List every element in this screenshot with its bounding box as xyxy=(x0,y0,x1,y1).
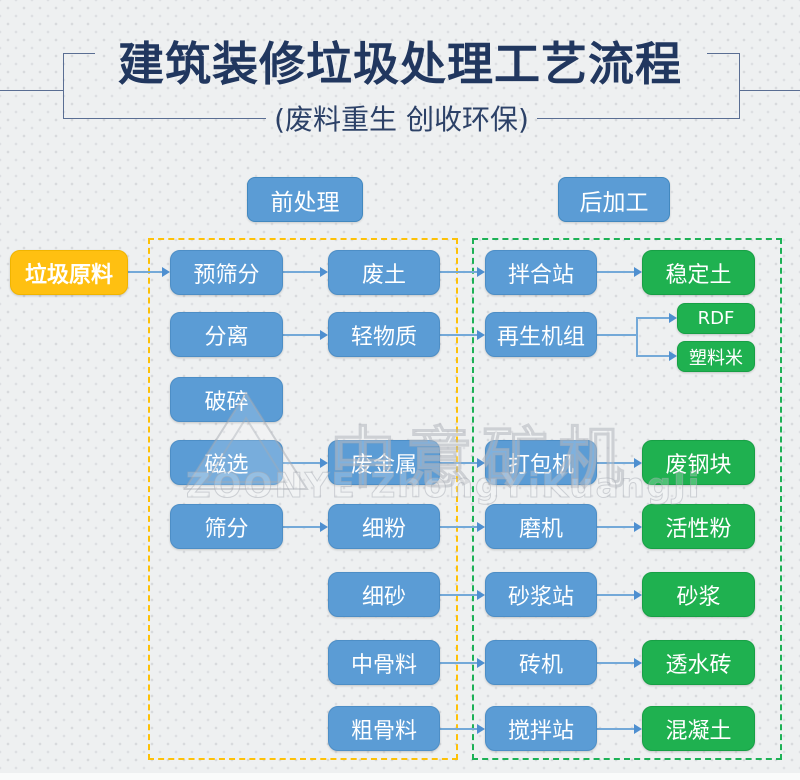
flow-arrow xyxy=(440,590,485,600)
flow-branch-vertical xyxy=(636,317,638,357)
flow-arrow xyxy=(597,658,642,668)
node-mixing-station: 拌合站 xyxy=(485,250,597,295)
node-plastic-pellets: 塑料米 xyxy=(677,341,755,372)
header-bracket-left xyxy=(63,53,64,119)
flow-arrow xyxy=(440,458,485,468)
post-processing-boundary xyxy=(472,238,782,760)
node-waste-raw-material: 垃圾原料 xyxy=(10,250,128,295)
flow-arrow xyxy=(283,522,328,532)
header-bracket-right-top xyxy=(707,53,739,54)
header-bracket-right xyxy=(739,53,740,119)
node-regeneration-unit: 再生机组 xyxy=(485,312,597,357)
bottom-strip xyxy=(0,773,800,780)
flow-arrow xyxy=(597,522,642,532)
flow-arrow xyxy=(128,267,170,277)
node-scrap-metal: 废金属 xyxy=(328,440,440,485)
page-subtitle: (废料重生 创收环保) xyxy=(274,103,529,136)
flow-arrow xyxy=(283,330,328,340)
page-title: 建筑装修垃圾处理工艺流程 xyxy=(118,37,682,91)
flow-arrow xyxy=(597,458,642,468)
node-waste-soil: 废土 xyxy=(328,250,440,295)
node-rdf: RDF xyxy=(677,303,755,334)
node-stirring-station: 搅拌站 xyxy=(485,706,597,751)
node-crushing: 破碎 xyxy=(170,377,283,422)
flow-branch-stub xyxy=(597,334,637,336)
node-permeable-brick: 透水砖 xyxy=(642,640,755,685)
node-pre-screening: 预筛分 xyxy=(170,250,283,295)
node-screening: 筛分 xyxy=(170,504,283,549)
node-mortar-station: 砂浆站 xyxy=(485,572,597,617)
section-post-processing: 后加工 xyxy=(558,177,670,222)
flow-arrow xyxy=(440,330,485,340)
node-magnetic-separation: 磁选 xyxy=(170,440,283,485)
flow-arrow xyxy=(597,724,642,734)
node-scrap-steel-block: 废钢块 xyxy=(642,440,755,485)
flow-arrow xyxy=(440,522,485,532)
node-separation: 分离 xyxy=(170,312,283,357)
subtitle-line-right xyxy=(536,117,740,119)
flow-arrow xyxy=(440,658,485,668)
flow-arrow xyxy=(283,267,328,277)
node-fine-powder: 细粉 xyxy=(328,504,440,549)
node-stabilized-soil: 稳定土 xyxy=(642,250,755,295)
subtitle-row: (废料重生 创收环保) xyxy=(63,101,740,136)
flow-arrow xyxy=(440,724,485,734)
node-baler: 打包机 xyxy=(485,440,597,485)
node-mill: 磨机 xyxy=(485,504,597,549)
header-line-right xyxy=(739,90,800,91)
node-light-material: 轻物质 xyxy=(328,312,440,357)
flow-arrow xyxy=(597,590,642,600)
flow-arrow xyxy=(637,313,677,323)
flow-arrow xyxy=(440,267,485,277)
node-coarse-aggregate: 粗骨料 xyxy=(328,706,440,751)
node-brick-machine: 砖机 xyxy=(485,640,597,685)
pre-processing-boundary xyxy=(148,238,458,760)
subtitle-line-left xyxy=(63,117,267,119)
header-line-left xyxy=(0,90,63,91)
node-mortar: 砂浆 xyxy=(642,572,755,617)
node-concrete: 混凝土 xyxy=(642,706,755,751)
flow-arrow xyxy=(597,267,642,277)
flow-arrow xyxy=(283,458,328,468)
node-active-powder: 活性粉 xyxy=(642,504,755,549)
node-medium-aggregate: 中骨料 xyxy=(328,640,440,685)
node-fine-sand: 细砂 xyxy=(328,572,440,617)
section-pre-processing: 前处理 xyxy=(247,177,363,222)
header-bracket-left-top xyxy=(63,53,95,54)
flow-arrow xyxy=(637,351,677,361)
